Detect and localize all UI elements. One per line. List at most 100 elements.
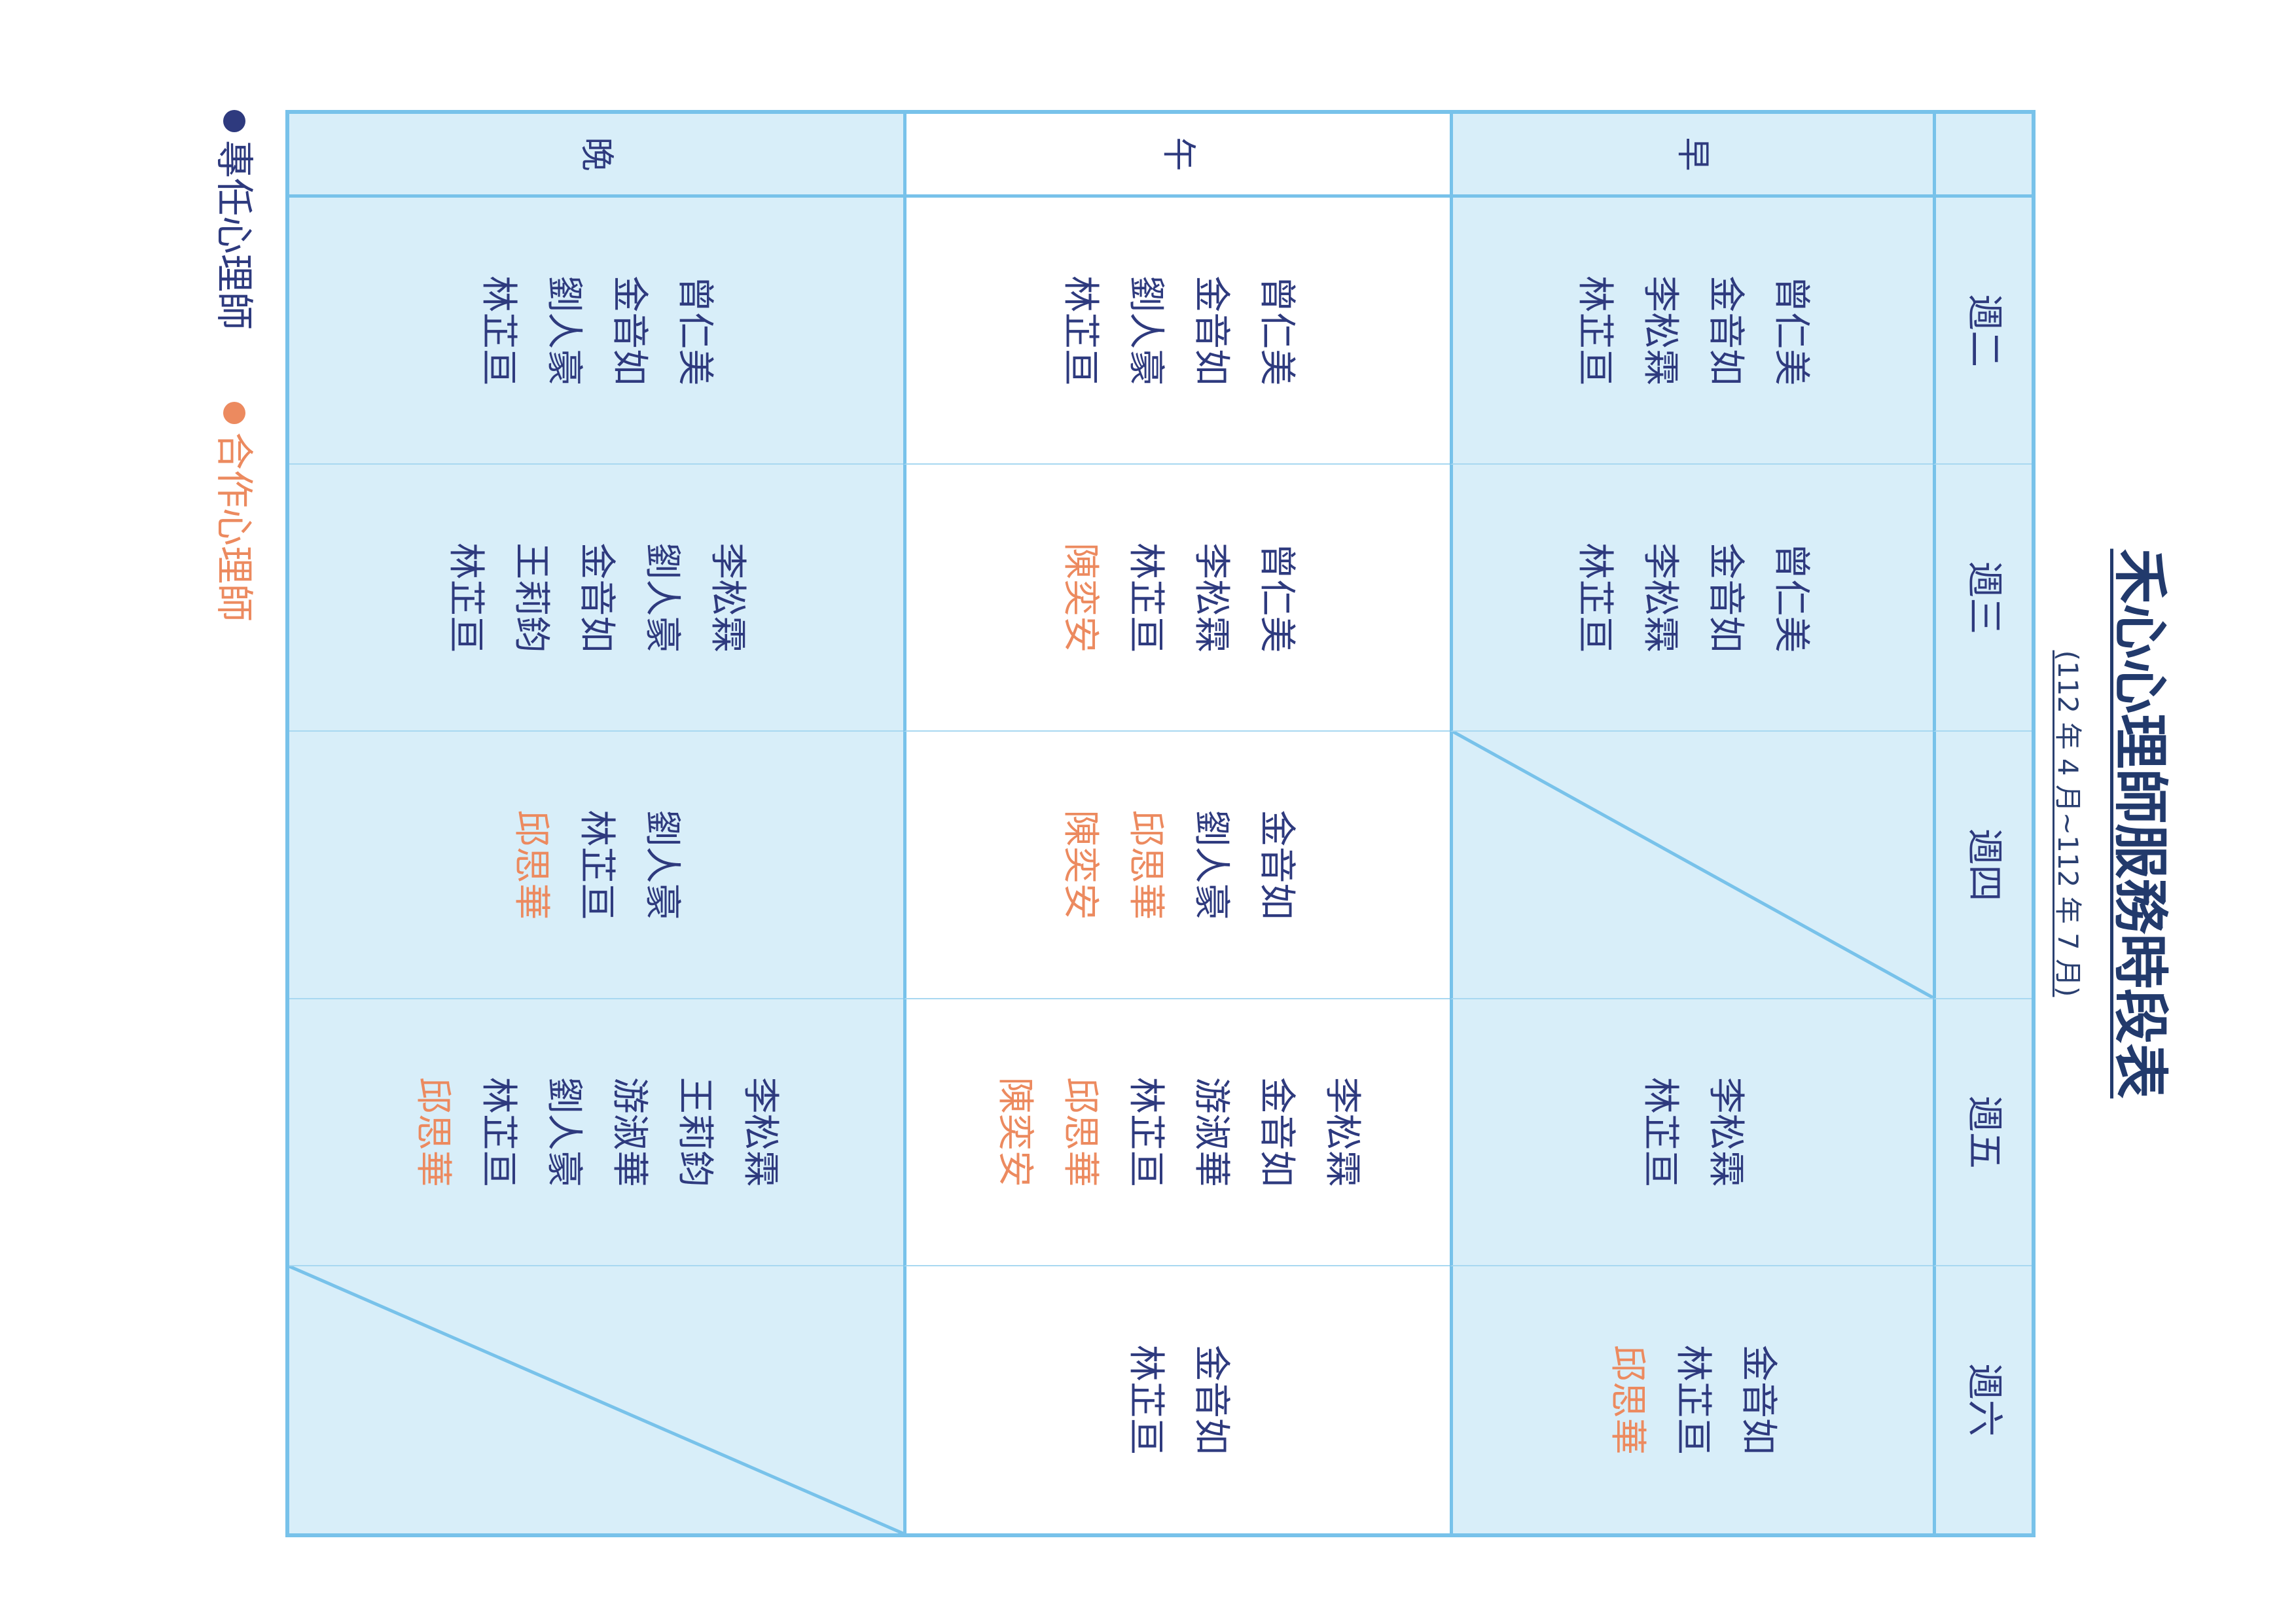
psychologist-name: 林芷亘 [1573, 276, 1617, 386]
date-range-subtitle: (112 年 4 月~112 年 7 月) [2049, 110, 2087, 1537]
psychologist-name: 金音如 [575, 543, 618, 653]
psychologist-name: 林芷亘 [575, 810, 618, 920]
psychologist-name: 陳奕安 [1059, 543, 1102, 653]
psychologist-name: 邱思華 [1059, 1077, 1102, 1187]
schedule-cell: 曾仁美金音如劉人豪林芷亘 [903, 198, 1450, 465]
psychologist-name: 林芷亘 [1573, 543, 1617, 653]
psychologist-name: 劉人豪 [543, 276, 585, 386]
psychologist-name: 金音如 [608, 276, 651, 386]
psychologist-name: 林芷亘 [444, 543, 487, 653]
psychologist-name: 李松霖 [1321, 1077, 1363, 1187]
psychologist-name: 林芷亘 [1124, 1077, 1167, 1187]
psychologist-name: 劉人豪 [641, 543, 683, 653]
psychologist-name: 林芷亘 [1059, 276, 1102, 386]
day-label: 週二 [1963, 294, 2005, 368]
schedule-cell: 李松霖林芷亘 [1450, 999, 1933, 1266]
psychologist-name: 林芷亘 [1124, 1344, 1167, 1455]
day-label: 週三 [1963, 561, 2005, 635]
day-header-cell: 週六 [1933, 1266, 2032, 1533]
page-title: 禾心心理師服務時段表 [2106, 110, 2174, 1537]
psychologist-name: 李松霖 [1190, 543, 1232, 653]
legend-dot-icon [223, 402, 245, 425]
time-slot-label: 早 [1673, 137, 1713, 171]
psychologist-name: 林芷亘 [1672, 1344, 1715, 1455]
psychologist-name: 林芷亘 [477, 276, 520, 386]
psychologist-name: 游淑華 [608, 1077, 651, 1187]
psychologist-name: 林芷亘 [1639, 1077, 1682, 1187]
psychologist-name: 李松霖 [1639, 276, 1682, 386]
no-service-slash [289, 1266, 903, 1533]
psychologist-name: 曾仁美 [1770, 543, 1813, 653]
psychologist-name: 劉人豪 [641, 810, 683, 920]
legend-dot-icon [223, 110, 245, 132]
schedule-cell: 李松霖劉人豪金音如王莉鈞林芷亘 [289, 465, 903, 732]
time-slot-header-cell: 早 [1450, 114, 1933, 198]
psychologist-name: 李松霖 [1639, 543, 1682, 653]
day-label: 週六 [1963, 1363, 2005, 1436]
schedule-cell: 曾仁美金音如李松霖林芷亘 [1450, 465, 1933, 732]
psychologist-name: 邱思華 [1124, 810, 1167, 920]
day-header-cell: 週五 [1933, 999, 2032, 1266]
psychologist-name: 金音如 [1704, 276, 1748, 386]
psychologist-name: 劉人豪 [543, 1077, 585, 1187]
legend-label: 合作心理師 [212, 432, 257, 622]
legend: 專任心理師 合作心理師 [209, 110, 259, 622]
schedule-cell: 曾仁美金音如李松霖林芷亘 [1450, 198, 1933, 465]
time-slot-header-cell: 晚 [289, 114, 903, 198]
corner-cell [1933, 114, 2032, 198]
psychologist-name: 金音如 [1190, 276, 1232, 386]
schedule-cell [289, 1266, 903, 1533]
schedule-cell [1450, 732, 1933, 999]
psychologist-name: 金音如 [1255, 1077, 1298, 1187]
schedule-cell: 劉人豪林芷亘邱思華 [289, 732, 903, 999]
psychologist-name: 金音如 [1255, 810, 1298, 920]
psychologist-name: 林芷亘 [1124, 543, 1167, 653]
psychologist-name: 林芷亘 [477, 1077, 520, 1187]
day-label: 週四 [1963, 828, 2005, 902]
schedule-cell: 李松霖王莉鈞游淑華劉人豪林芷亘邱思華 [289, 999, 903, 1266]
psychologist-name: 曾仁美 [673, 276, 716, 386]
psychologist-name: 邱思華 [510, 810, 552, 920]
psychologist-name: 邱思華 [412, 1077, 454, 1187]
psychologist-name: 李松霖 [739, 1077, 781, 1187]
legend-label: 專任心理師 [212, 140, 257, 330]
slash-line [1453, 732, 1933, 997]
schedule-cell: 金音如劉人豪邱思華陳奕安 [903, 732, 1450, 999]
day-label: 週五 [1963, 1095, 2005, 1169]
schedule-cell: 金音如林芷亘邱思華 [1450, 1266, 1933, 1533]
psychologist-name: 李松霖 [1704, 1077, 1748, 1187]
psychologist-name: 王莉鈞 [510, 543, 552, 653]
psychologist-name: 陳奕安 [1059, 810, 1102, 920]
psychologist-name: 曾仁美 [1255, 276, 1298, 386]
psychologist-name: 游淑華 [1190, 1077, 1232, 1187]
page-title-text: 禾心心理師服務時段表 [2108, 548, 2172, 1099]
psychologist-name: 曾仁美 [1770, 276, 1813, 386]
no-service-slash [1453, 732, 1933, 997]
schedule-cell: 金音如林芷亘 [903, 1266, 1450, 1533]
psychologist-name: 陳奕安 [994, 1077, 1036, 1187]
time-slot-label: 晚 [577, 137, 616, 171]
day-header-cell: 週三 [1933, 465, 2032, 732]
psychologist-name: 金音如 [1704, 543, 1748, 653]
psychologist-name: 金音如 [1737, 1344, 1780, 1455]
day-header-cell: 週二 [1933, 198, 2032, 465]
psychologist-name: 劉人豪 [1190, 810, 1232, 920]
psychologist-name: 劉人豪 [1124, 276, 1167, 386]
schedule-table: 週二週三週四週五週六早曾仁美金音如李松霖林芷亘曾仁美金音如李松霖林芷亘李松霖林芷… [285, 110, 2036, 1537]
schedule-cell: 李松霖金音如游淑華林芷亘邱思華陳奕安 [903, 999, 1450, 1266]
psychologist-name: 邱思華 [1606, 1344, 1649, 1455]
time-slot-label: 午 [1158, 137, 1198, 171]
legend-item-partner: 合作心理師 [209, 402, 259, 622]
legend-item-full-time: 專任心理師 [209, 110, 259, 330]
psychologist-name: 曾仁美 [1255, 543, 1298, 653]
psychologist-name: 金音如 [1190, 1344, 1232, 1455]
date-range-text: (112 年 4 月~112 年 7 月) [2052, 650, 2084, 997]
schedule-cell: 曾仁美李松霖林芷亘陳奕安 [903, 465, 1450, 732]
slash-line [289, 1266, 903, 1533]
schedule-cell: 曾仁美金音如劉人豪林芷亘 [289, 198, 903, 465]
day-header-cell: 週四 [1933, 732, 2032, 999]
time-slot-header-cell: 午 [903, 114, 1450, 198]
psychologist-name: 王莉鈞 [673, 1077, 716, 1187]
